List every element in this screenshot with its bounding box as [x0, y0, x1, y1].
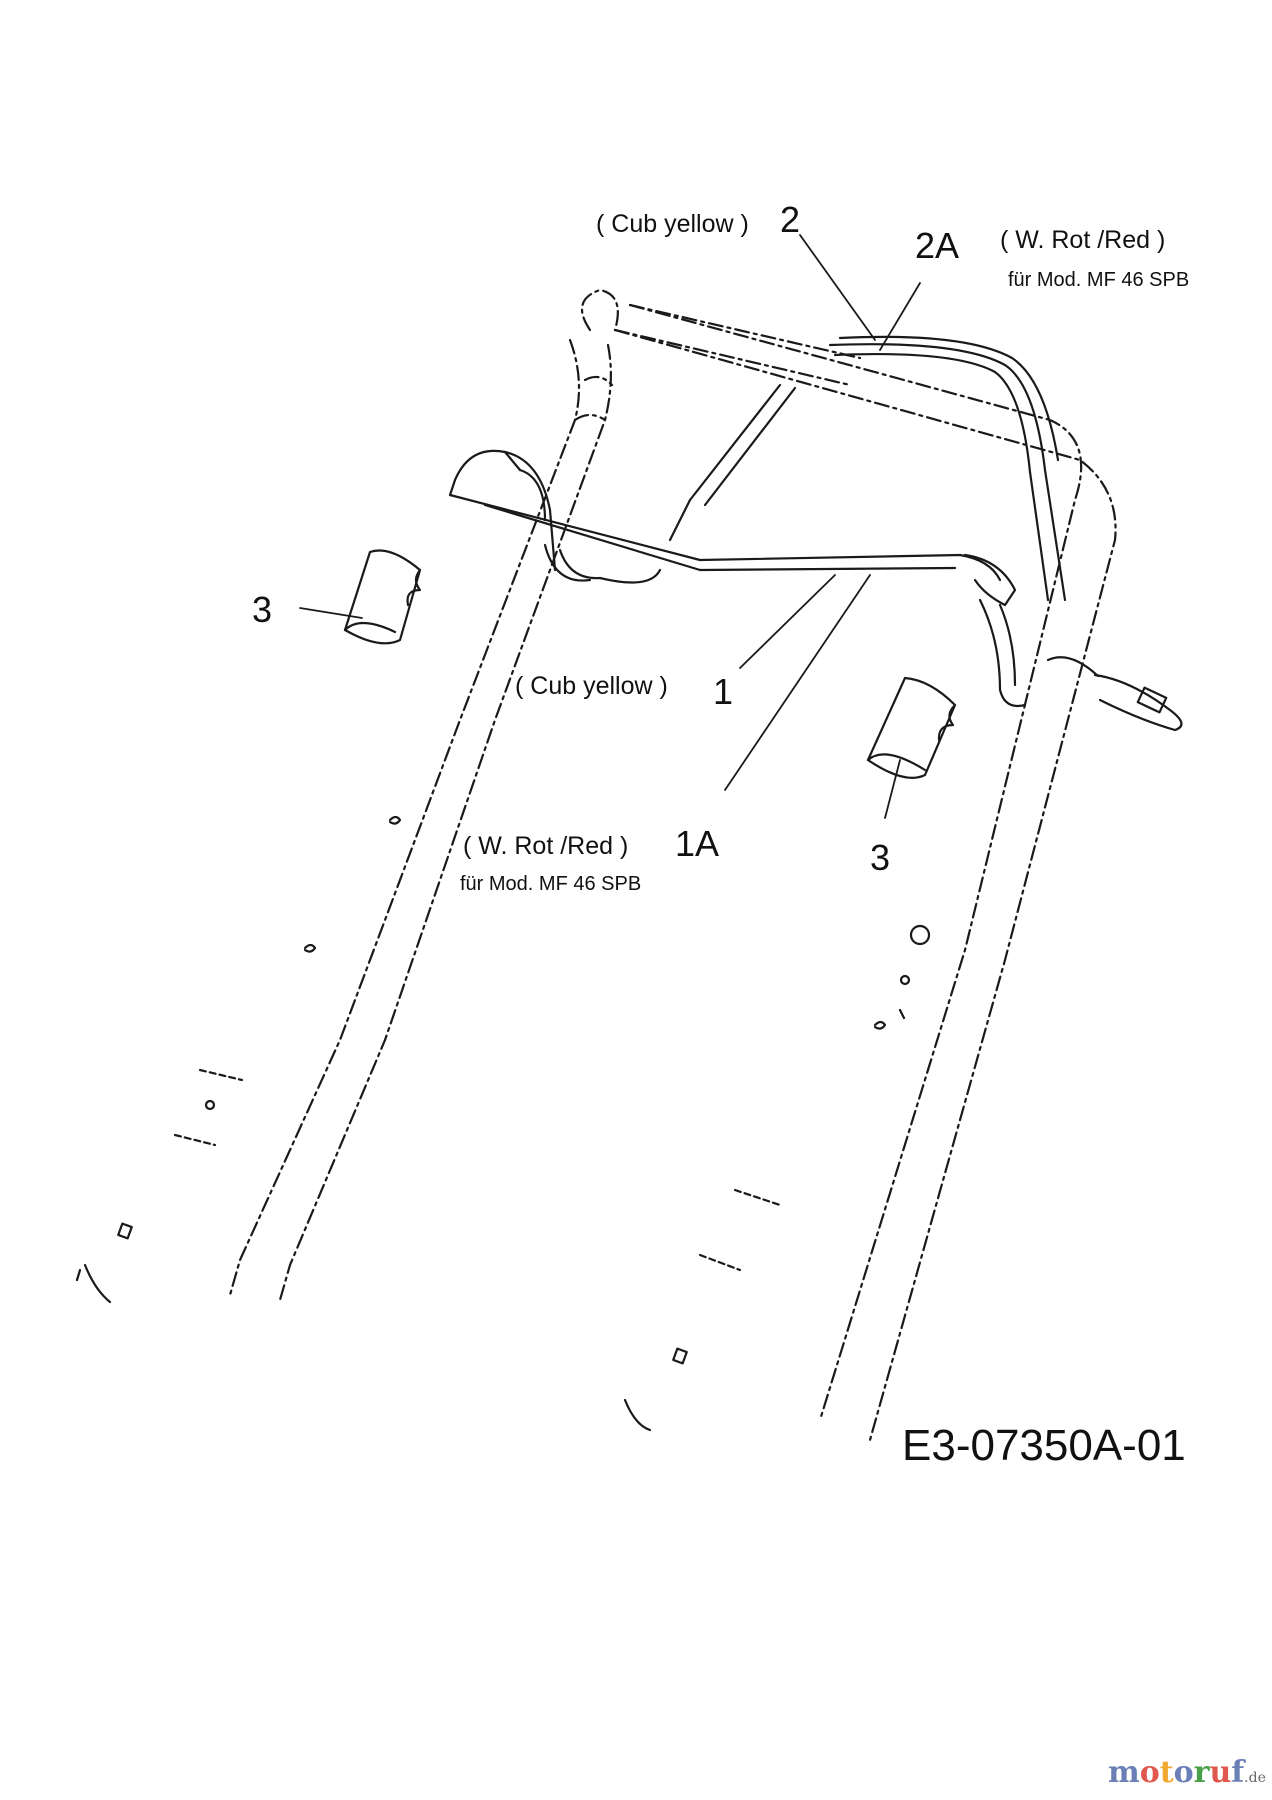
motoruf-logo: motoruf.de [1108, 1755, 1266, 1790]
cub-yellow-label-mid: ( Cub yellow ) [515, 672, 668, 700]
model-note-mid: für Mod. MF 46 SPB [460, 873, 642, 895]
motoruf-logo-letter: m [1108, 1755, 1140, 1790]
sleeve-left [343, 549, 422, 645]
upper-handlebar [228, 288, 862, 1302]
part-number-2a: 2A [915, 225, 960, 266]
drawing-code: E3-07350A-01 [902, 1421, 1186, 1470]
part-number-2: 2 [780, 199, 801, 240]
cub-yellow-label-top: ( Cub yellow ) [596, 210, 749, 238]
motoruf-logo-letter: o [1173, 1755, 1194, 1790]
motoruf-logo-letter: r [1193, 1755, 1210, 1790]
part-number-1: 1 [713, 671, 734, 712]
w-rot-red-label-mid: ( W. Rot /Red ) [463, 832, 629, 860]
sleeve-right [866, 676, 957, 779]
part-number-3-right: 3 [870, 837, 891, 878]
motoruf-logo-text: motoruf [1108, 1755, 1244, 1790]
part-number-3-left: 3 [252, 589, 273, 630]
left-handlebar-tube [613, 303, 1117, 1442]
motoruf-logo-suffix: .de [1244, 1770, 1266, 1786]
part-number-1a: 1A [675, 823, 720, 864]
control-bail [448, 449, 1183, 732]
motoruf-logo-letter: o [1139, 1755, 1160, 1790]
model-note-top: für Mod. MF 46 SPB [1008, 269, 1190, 291]
center-rods [668, 383, 797, 542]
w-rot-red-label-top: ( W. Rot /Red ) [1000, 226, 1166, 254]
motoruf-logo-letter: u [1209, 1755, 1232, 1790]
motoruf-logo-letter: f [1231, 1755, 1245, 1790]
upper-bail-cable [828, 335, 1067, 602]
leader-lines [299, 234, 921, 819]
motoruf-logo-letter: t [1159, 1755, 1174, 1790]
left-lower-tube [75, 815, 402, 1304]
right-lower-tube [623, 924, 931, 1432]
